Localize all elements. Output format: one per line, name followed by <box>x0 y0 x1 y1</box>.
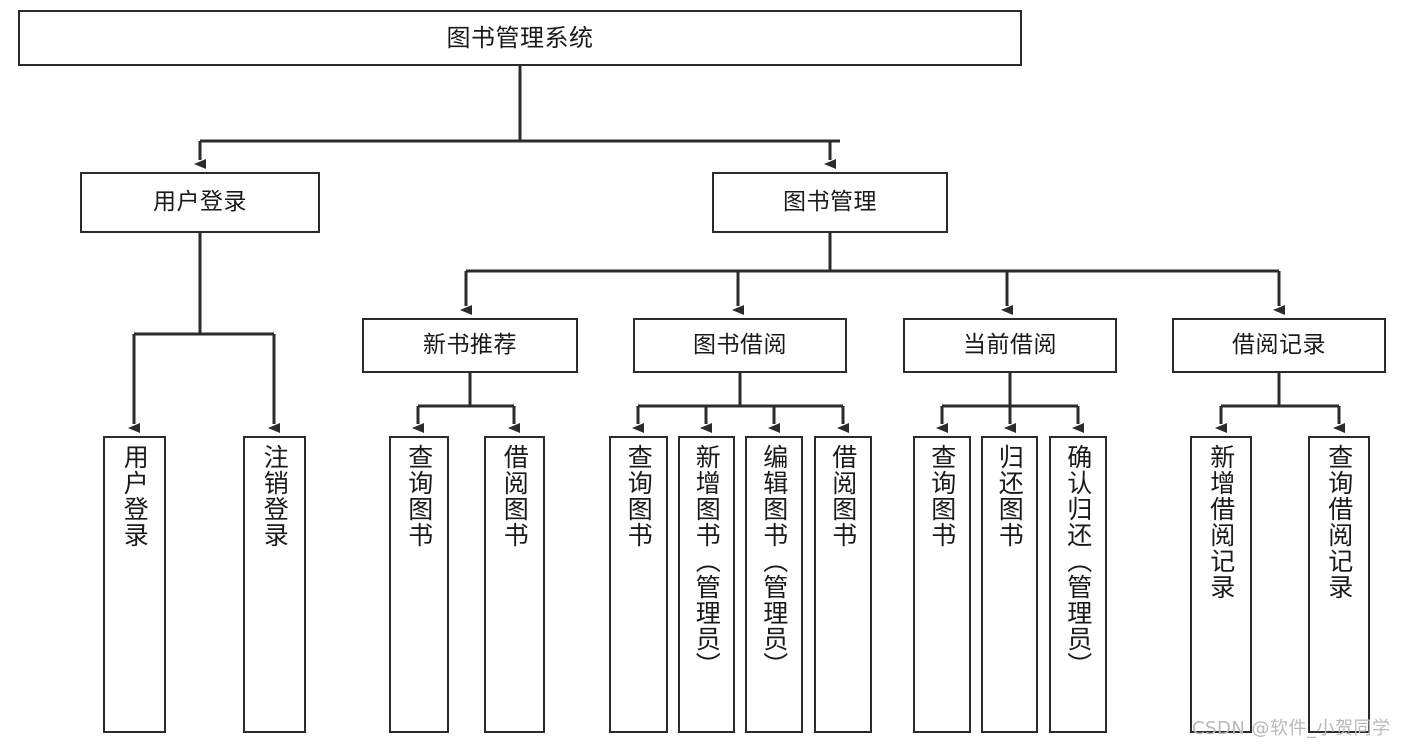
node-leaf-query-book-1[interactable]: 查询图书 <box>389 436 449 733</box>
node-label: 借阅图书 <box>500 444 530 548</box>
node-label: 查询借阅记录 <box>1324 444 1354 600</box>
node-label: 当前借阅 <box>963 331 1057 358</box>
node-leaf-edit-book[interactable]: 编辑图书（管理员） <box>745 436 803 733</box>
node-leaf-query-book-3[interactable]: 查询图书 <box>913 436 971 733</box>
node-leaf-add-record[interactable]: 新增借阅记录 <box>1190 436 1252 733</box>
node-leaf-return-book[interactable]: 归还图书 <box>981 436 1038 733</box>
node-leaf-add-book[interactable]: 新增图书（管理员） <box>678 436 735 733</box>
node-label: 注销登录 <box>260 444 290 548</box>
node-label: 查询图书 <box>404 444 434 548</box>
node-label: 确认归还（管理员） <box>1063 444 1093 678</box>
node-label: 归还图书 <box>995 444 1025 548</box>
node-label: 新增借阅记录 <box>1206 444 1236 600</box>
node-label: 借阅记录 <box>1232 331 1326 358</box>
node-leaf-logout[interactable]: 注销登录 <box>243 436 306 733</box>
watermark: CSDN @软件_小贺同学 <box>1192 718 1391 739</box>
node-leaf-borrow-book-1[interactable]: 借阅图书 <box>484 436 545 733</box>
node-user-login[interactable]: 用户登录 <box>80 172 320 233</box>
node-leaf-confirm-return[interactable]: 确认归还（管理员） <box>1049 436 1107 733</box>
node-label: 图书借阅 <box>693 331 787 358</box>
node-root-system[interactable]: 图书管理系统 <box>18 10 1022 66</box>
node-label: 查询图书 <box>624 444 654 548</box>
node-label: 图书管理 <box>783 188 877 215</box>
node-leaf-user-login[interactable]: 用户登录 <box>103 436 166 733</box>
node-current-borrow[interactable]: 当前借阅 <box>903 318 1117 373</box>
node-label: 图书管理系统 <box>446 23 594 52</box>
node-book-borrow[interactable]: 图书借阅 <box>633 318 847 373</box>
node-label: 新增图书（管理员） <box>692 444 722 678</box>
node-new-book-recommend[interactable]: 新书推荐 <box>362 318 578 373</box>
node-borrow-record[interactable]: 借阅记录 <box>1172 318 1386 373</box>
node-label: 用户登录 <box>153 188 247 215</box>
node-label: 查询图书 <box>927 444 957 548</box>
node-leaf-query-record[interactable]: 查询借阅记录 <box>1308 436 1370 733</box>
node-leaf-query-book-2[interactable]: 查询图书 <box>609 436 668 733</box>
node-label: 借阅图书 <box>828 444 858 548</box>
node-label: 编辑图书（管理员） <box>759 444 789 678</box>
node-leaf-borrow-book-2[interactable]: 借阅图书 <box>814 436 872 733</box>
node-book-manage[interactable]: 图书管理 <box>712 172 948 233</box>
node-label: 新书推荐 <box>423 331 517 358</box>
node-label: 用户登录 <box>120 444 150 548</box>
